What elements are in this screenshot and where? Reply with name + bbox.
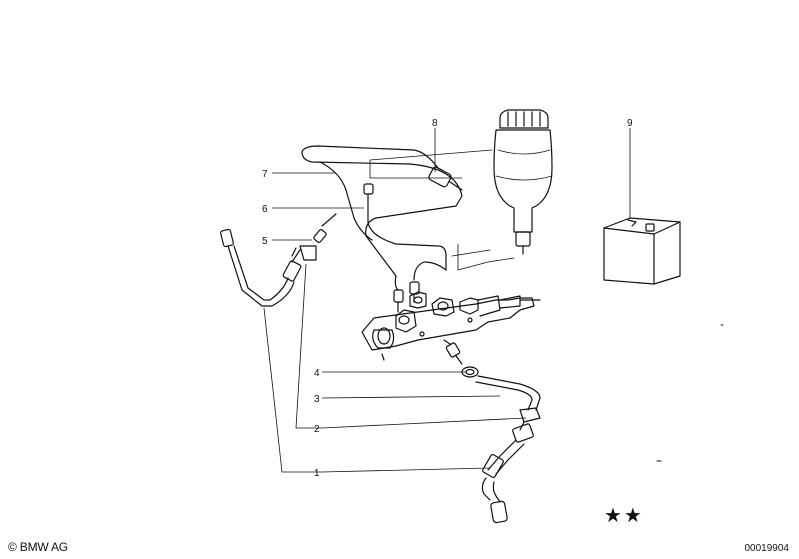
- brake-pipe-7: [301, 145, 463, 277]
- callout-6: 6: [262, 204, 268, 215]
- fitting-5: [291, 213, 337, 261]
- rating-stars: ★★: [604, 503, 644, 527]
- brake-pipe-3: [461, 366, 541, 411]
- callout-2: 2: [314, 424, 320, 435]
- brake-pipe-6: [363, 183, 447, 313]
- battery-9: [603, 217, 681, 285]
- dashed-reference-box: [369, 149, 515, 271]
- callout-5: 5: [262, 236, 268, 247]
- brake-hose-lower: [481, 423, 534, 524]
- callout-labels: 1 2 3 4 5 6 7 8 9: [262, 118, 633, 479]
- copyright-text: © BMW AG: [8, 540, 68, 554]
- master-cylinder: [361, 291, 541, 361]
- diagram-id: 00019904: [744, 543, 790, 554]
- callout-7: 7: [262, 169, 268, 180]
- callout-1: 1: [314, 468, 320, 479]
- brake-hose-left: [220, 228, 302, 307]
- callout-3: 3: [314, 394, 320, 405]
- callout-8: 8: [432, 118, 438, 129]
- callout-lines: [263, 128, 631, 473]
- bleed-screw: [443, 339, 463, 365]
- fluid-reservoir: [493, 109, 553, 255]
- callout-4: 4: [314, 368, 320, 379]
- callout-9: 9: [627, 118, 633, 129]
